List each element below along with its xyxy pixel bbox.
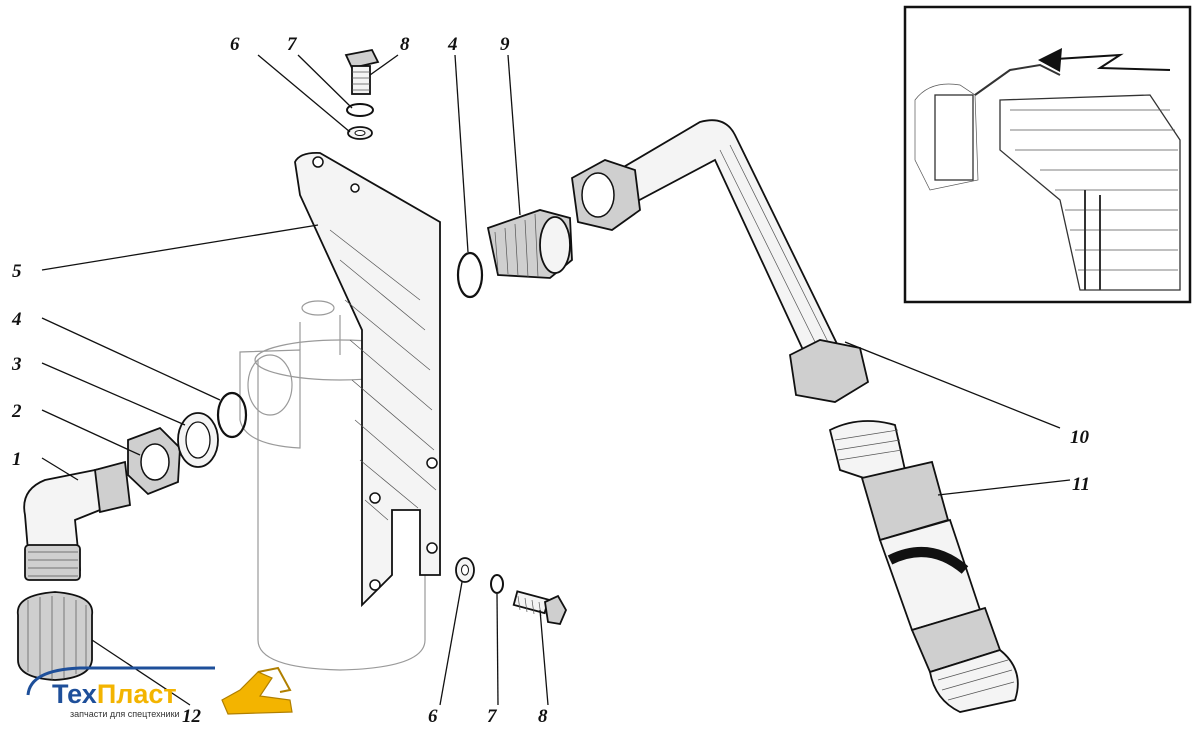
logo-tagline: запчасти для спецтехники bbox=[70, 709, 180, 719]
callout-9: 9 bbox=[500, 34, 510, 55]
callout-1: 1 bbox=[12, 449, 22, 470]
pipe-part-10 bbox=[571, 119, 870, 403]
logo-brand-part1: Тех bbox=[52, 679, 97, 709]
excavator-icon bbox=[221, 666, 293, 715]
bracket-part-5 bbox=[294, 152, 441, 608]
adapter-fitting-part-9 bbox=[486, 209, 573, 279]
callout-7-upper: 7 bbox=[287, 34, 298, 55]
elbow-fitting-part-1 bbox=[23, 460, 131, 581]
callout-6-lower: 6 bbox=[428, 706, 438, 727]
o-ring-part-4-upper bbox=[456, 251, 484, 299]
hose-assembly-part-11 bbox=[828, 420, 1019, 713]
leader-lines bbox=[41, 54, 1071, 706]
lower-fastener-set bbox=[455, 557, 568, 626]
callout-6-upper: 6 bbox=[230, 34, 240, 55]
callout-5: 5 bbox=[12, 261, 22, 282]
callout-numbers: 6 7 8 4 9 5 4 3 2 1 12 6 7 8 10 11 bbox=[11, 34, 1090, 727]
callout-2: 2 bbox=[11, 401, 22, 422]
washer-part-3 bbox=[177, 412, 219, 468]
o-ring-part-4-lower bbox=[216, 391, 248, 439]
filter-housing bbox=[239, 300, 426, 671]
callout-4-upper: 4 bbox=[447, 34, 458, 55]
callout-11: 11 bbox=[1072, 474, 1090, 495]
logo-swoosh bbox=[26, 666, 215, 696]
upper-fastener-set bbox=[344, 48, 380, 140]
brand-logo: ТехПласт запчасти для спецтехники bbox=[26, 666, 293, 719]
callout-4-lower: 4 bbox=[11, 309, 22, 330]
callout-8-lower: 8 bbox=[538, 706, 548, 727]
callout-12: 12 bbox=[182, 706, 202, 727]
inset-location-view bbox=[903, 5, 1192, 304]
callout-7-lower: 7 bbox=[487, 706, 498, 727]
callout-10: 10 bbox=[1070, 427, 1090, 448]
nut-part-2 bbox=[127, 426, 181, 496]
callout-3: 3 bbox=[11, 354, 22, 375]
union-nut-part-12 bbox=[17, 591, 93, 681]
logo-brand: ТехПласт bbox=[52, 679, 177, 709]
logo-brand-part2: Пласт bbox=[97, 679, 177, 709]
callout-8-upper: 8 bbox=[400, 34, 410, 55]
